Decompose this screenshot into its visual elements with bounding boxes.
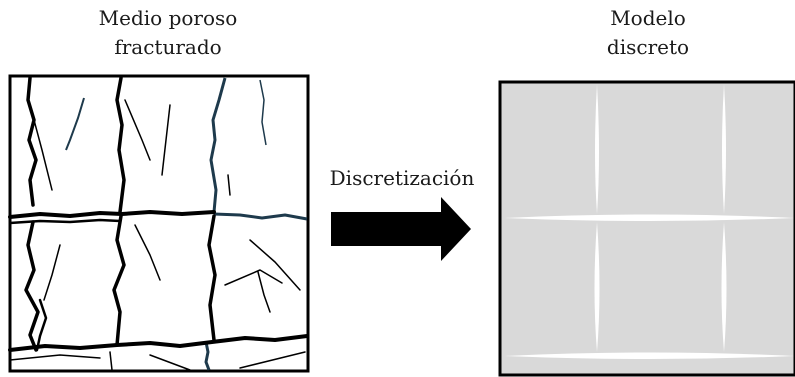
fracture-thin-7: [43, 244, 61, 301]
fracture-vertical-3: [24, 220, 40, 352]
fracture-horizontal-lower: [8, 334, 309, 352]
fracture-thin-6: [257, 271, 271, 313]
fracture-vertical-2: [115, 76, 126, 214]
discrete-fracture-v1-upper: [595, 84, 599, 214]
discrete-model-border: [498, 80, 795, 377]
blue-fracture-4: [259, 79, 267, 146]
blue-fractures: [204, 77, 308, 371]
fracture-thin-10: [109, 351, 113, 371]
fracture-blue-thin: [65, 97, 85, 151]
fracture-vertical-1: [26, 76, 38, 207]
discrete-fracture-v2-lower: [721, 222, 727, 352]
arrow-shape: [331, 197, 471, 261]
fractured-medium-title: Medio poroso fracturado: [58, 4, 278, 62]
discretization-label: Discretización: [329, 166, 475, 190]
blue-fracture-3: [204, 341, 211, 371]
fracture-vertical-3b: [35, 298, 48, 352]
fracture-thin-5: [224, 269, 283, 286]
discrete-model-title-line1: Modelo: [610, 6, 686, 30]
blue-fracture-1: [209, 77, 227, 213]
fracture-vertical-5: [207, 214, 217, 342]
discrete-model-title: Modelo discreto: [548, 4, 748, 62]
fractured-medium-title-line1: Medio poroso: [98, 6, 238, 30]
discrete-model-frame: [498, 80, 795, 377]
discretization-arrow: [331, 197, 471, 261]
fractured-medium-frame: [8, 74, 310, 373]
fracture-thin-9: [227, 174, 231, 196]
discrete-fracture-v1-lower: [594, 222, 600, 352]
black-fractures: [8, 76, 309, 371]
fracture-thin-2: [124, 99, 151, 161]
fracture-thin-4: [134, 224, 161, 281]
discrete-fracture-v2-upper: [722, 84, 726, 214]
fracture-thin-13: [9, 354, 101, 361]
discrete-model-title-line2: discreto: [606, 35, 690, 59]
fracture-vertical-4: [112, 214, 126, 347]
fracture-thin-12: [239, 351, 306, 369]
fracture-thin-8: [249, 239, 301, 291]
fracture-thin-1: [33, 119, 53, 191]
fracture-horizontal-upper-b: [8, 218, 122, 225]
discrete-model-panel: [498, 80, 795, 377]
fractured-medium-title-line2: fracturado: [114, 35, 222, 59]
blue-fracture-2: [213, 212, 308, 221]
discrete-fracture-h1: [505, 214, 795, 221]
fracture-thin-11: [149, 354, 191, 371]
fracture-thin-3: [161, 104, 171, 176]
fracture-horizontal-upper: [8, 210, 216, 219]
fractured-medium-panel: [8, 74, 310, 373]
discrete-fracture-h2: [505, 352, 795, 359]
